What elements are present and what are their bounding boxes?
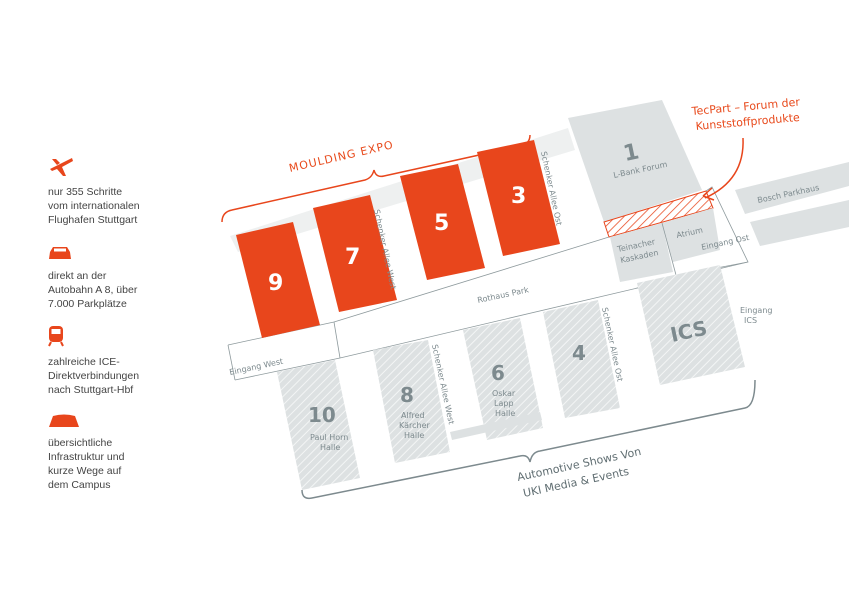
info-text: nach Stuttgart-Hbf <box>48 384 134 396</box>
info-car: direkt an der Autobahn A 8, über 7.000 P… <box>48 245 198 311</box>
tecpart-arrow <box>704 137 744 199</box>
car-icon <box>49 247 71 259</box>
info-text: Direktverbindungen <box>48 370 140 382</box>
bosch-parkhaus[interactable] <box>735 162 849 214</box>
hall-8-name: Kärcher <box>399 421 431 430</box>
info-text: zahlreiche ICE- <box>48 356 120 368</box>
moulding-expo-bracket <box>221 134 531 223</box>
hall-4-number: 4 <box>572 341 586 365</box>
airplane-icon <box>50 158 73 176</box>
moulding-expo-label: MOULDING EXPO <box>288 138 395 175</box>
info-text: Autobahn A 8, über <box>48 284 138 296</box>
info-airport: nur 355 Schritte vom internationalen Flu… <box>48 155 198 227</box>
automotive-bracket <box>301 379 756 500</box>
info-train: zahlreiche ICE- Direktverbindungen nach … <box>48 325 198 397</box>
eingang-ics-label: ICS <box>744 316 757 325</box>
hall-9[interactable] <box>236 222 320 338</box>
teinacher-kaskaden[interactable] <box>610 223 673 282</box>
tecpart-arrowhead <box>702 187 715 201</box>
hall-8[interactable] <box>373 340 450 463</box>
hall-9-number: 9 <box>268 271 283 296</box>
parking-strip <box>750 200 849 246</box>
train-icon <box>48 326 64 347</box>
hall-10-number: 10 <box>308 403 336 427</box>
hall-5[interactable] <box>400 164 485 280</box>
hall-6[interactable] <box>463 318 543 440</box>
hall-ics[interactable] <box>637 265 745 385</box>
eingang-ics-label: Eingang <box>740 306 772 315</box>
rothaus-park-label: Rothaus Park <box>477 285 530 305</box>
info-text: Infrastruktur und <box>48 451 125 463</box>
info-text: kurze Wege auf <box>48 465 122 477</box>
hall-8-number: 8 <box>400 383 414 407</box>
info-text: dem Campus <box>48 479 111 491</box>
atrium[interactable] <box>662 208 720 262</box>
hall-4[interactable] <box>543 300 620 418</box>
hall-7[interactable] <box>313 195 397 312</box>
info-campus: übersichtliche Infrastruktur und kurze W… <box>48 414 198 492</box>
info-text: vom internationalen <box>48 200 140 212</box>
hall-8-name: Alfred <box>401 411 425 420</box>
hall-10-name: Halle <box>320 443 340 452</box>
hall-3[interactable] <box>477 140 560 256</box>
hall-10[interactable] <box>277 360 360 490</box>
info-text: direkt an der <box>48 270 107 282</box>
hall-6-name: Lapp <box>494 399 514 408</box>
info-text: nur 355 Schritte <box>48 186 123 198</box>
hall-6-name: Oskar <box>492 389 516 398</box>
roof-icon <box>49 414 79 427</box>
walkway <box>450 412 542 440</box>
hall-8-name: Halle <box>404 431 424 440</box>
hall-10-name: Paul Horn <box>310 433 348 442</box>
hall-1-number: 1 <box>621 139 641 167</box>
hall-5-number: 5 <box>434 211 449 236</box>
info-text: 7.000 Parkplätze <box>48 298 127 310</box>
hall-6-name: Halle <box>495 409 515 418</box>
hall-6-number: 6 <box>491 361 505 385</box>
hall-7-number: 7 <box>345 245 360 270</box>
info-text: Flughafen Stuttgart <box>48 214 138 226</box>
hall-3-number: 3 <box>511 184 526 209</box>
eingang-west-label: Eingang West <box>229 357 284 377</box>
hall-1[interactable] <box>568 100 702 222</box>
info-text: übersichtliche <box>48 437 113 449</box>
